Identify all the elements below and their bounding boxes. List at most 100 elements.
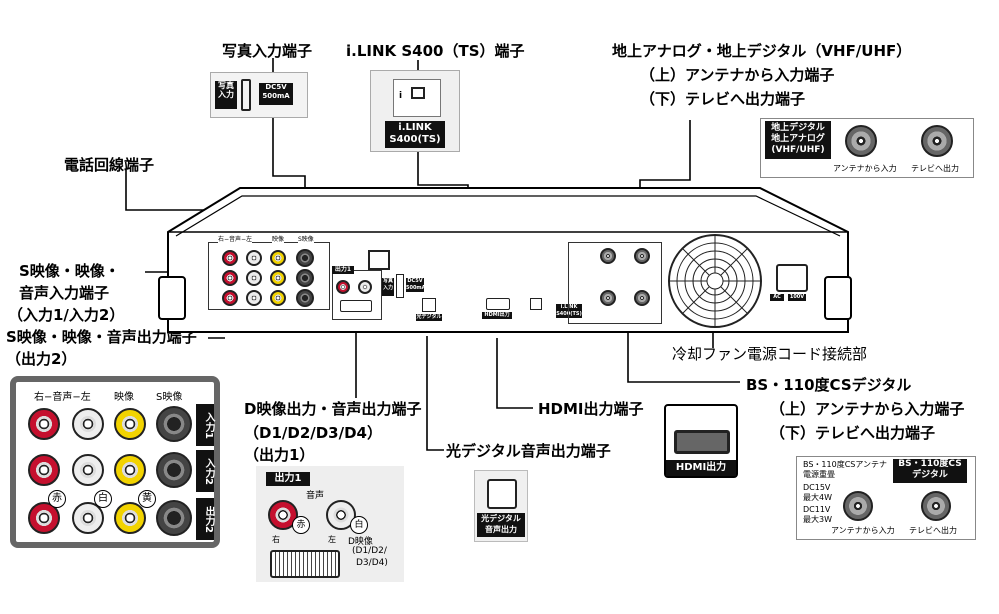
device-header-video: 映像 — [272, 236, 285, 243]
av-out2-video[interactable] — [114, 502, 146, 534]
device-ac-tag: AC — [770, 294, 784, 301]
photo-in-panel: 写真 入力 DC5V 500mA — [210, 72, 308, 118]
device-out1-audio-l[interactable] — [358, 280, 372, 294]
device-dc-tag: DC5V 500mA — [406, 278, 426, 292]
s-input-label-2: 音声入力端子 — [19, 284, 110, 302]
d-terminal-port[interactable] — [270, 550, 340, 578]
av-out2-audio-l[interactable] — [72, 502, 104, 534]
d-output-panel: 出力1 音声 赤 白 右 左 D映像 (D1/D2/ D3/D4) — [256, 466, 404, 582]
device-out1-audio-r[interactable] — [336, 280, 350, 294]
bs-label-2: （上）アンテナから入力端子 — [770, 400, 965, 418]
av-in2-audio-l[interactable] — [72, 454, 104, 486]
device-ac-inlet[interactable] — [776, 264, 808, 292]
bs-tv-out-jack[interactable] — [921, 491, 951, 521]
device-header-audio: 右−音声−左 — [218, 236, 253, 243]
av-row-in2: 入力2 — [196, 450, 214, 492]
device-optical-tag: 光デジタル — [416, 314, 442, 321]
device-ilink-port[interactable] — [530, 298, 542, 310]
terrestrial-out-label: テレビへ出力 — [911, 164, 959, 173]
d-audio-label: 音声 — [306, 491, 325, 501]
hdmi-panel: HDMI出力 — [664, 404, 738, 478]
device-in1-audio-r[interactable] — [222, 250, 238, 266]
d-out-label-3: （出力1） — [244, 446, 315, 464]
device-header-svideo: S映像 — [298, 236, 314, 243]
av-header-svideo: S映像 — [156, 392, 183, 403]
av-in2-svideo[interactable] — [156, 452, 192, 488]
bs-spec-2a: DC11V — [803, 505, 831, 514]
device-bs-in[interactable] — [600, 290, 616, 306]
av-mark-red: 赤 — [48, 490, 66, 508]
ilink-port-icon — [411, 87, 425, 99]
av-out2-svideo[interactable] — [156, 500, 192, 536]
d-out-label-2: （D1/D2/D3/D4） — [244, 424, 382, 442]
bs-antenna-in-jack[interactable] — [843, 491, 873, 521]
device-in2-svideo[interactable] — [296, 269, 314, 287]
device-d-terminal[interactable] — [340, 300, 372, 312]
bs-out-label: テレビへ出力 — [909, 526, 957, 535]
device-volt-tag: 100V — [788, 294, 806, 301]
d-left-label: 左 — [328, 535, 336, 544]
av-in2-video[interactable] — [114, 454, 146, 486]
device-usb-port[interactable] — [396, 274, 404, 298]
device-ilink-tag: i.LINK S400(TS) — [556, 304, 582, 318]
bs-label-3: （下）テレビへ出力端子 — [770, 424, 936, 442]
device-phone-jack[interactable] — [368, 250, 390, 270]
device-in1-svideo[interactable] — [296, 249, 314, 267]
av-mark-white: 白 — [94, 490, 112, 508]
s-input-label-3: （入力1/入力2） — [8, 306, 125, 324]
av-header-audio: 右−音声−左 — [34, 392, 91, 403]
optical-tag: 光デジタル 音声出力 — [477, 513, 525, 537]
device-hdmi-port[interactable] — [486, 298, 510, 310]
d-sub-2: D3/D4) — [356, 558, 388, 568]
ilink-symbol: i — [399, 91, 403, 101]
av-in1-audio-r[interactable] — [28, 408, 60, 440]
device-out2-audio-l[interactable] — [246, 290, 262, 306]
phone-label: 電話回線端子 — [64, 156, 155, 174]
bs-panel: BS・110度CSアンテナ 電源重畳 BS・110度CS デジタル DC15V … — [796, 456, 976, 540]
device-in2-audio-l[interactable] — [246, 270, 262, 286]
d-mark-white: 白 — [350, 516, 368, 534]
device-bs-out[interactable] — [634, 290, 650, 306]
d-video-label: D映像 — [348, 537, 373, 547]
left-bracket — [158, 276, 186, 320]
terrestrial-panel: 地上デジタル 地上アナログ (VHF/UHF) アンテナから入力 テレビへ出力 — [760, 118, 974, 178]
terrestrial-antenna-in-jack[interactable] — [845, 125, 877, 157]
device-in2-audio-r[interactable] — [222, 270, 238, 286]
optical-label: 光デジタル音声出力端子 — [446, 442, 611, 460]
device-terrestrial-in[interactable] — [600, 248, 616, 264]
bs-label-1: BS・110度CSデジタル — [746, 376, 912, 394]
device-terrestrial-out[interactable] — [634, 248, 650, 264]
hdmi-port-icon[interactable] — [674, 430, 730, 454]
av-in1-video[interactable] — [114, 408, 146, 440]
device-in2-video[interactable] — [270, 270, 286, 286]
terrestrial-label-3: （下）テレビへ出力端子 — [640, 90, 806, 108]
av-mark-yellow: 黄 — [138, 490, 156, 508]
terrestrial-tag: 地上デジタル 地上アナログ (VHF/UHF) — [765, 121, 831, 159]
device-out1-tag: 出力1 — [332, 266, 354, 274]
device-in1-audio-l[interactable] — [246, 250, 262, 266]
device-hdmi-tag: HDMI出力 — [482, 312, 512, 319]
fan-power-label: 冷却ファン電源コード接続部 — [672, 345, 868, 363]
s-output-label-2: （出力2） — [6, 350, 77, 368]
av-in1-svideo[interactable] — [156, 406, 192, 442]
optical-port-icon[interactable] — [487, 479, 517, 509]
device-out2-audio-r[interactable] — [222, 290, 238, 306]
s-output-label-1: S映像・映像・音声出力端子 — [6, 328, 197, 346]
device-optical-port[interactable] — [422, 298, 436, 312]
av-in2-audio-r[interactable] — [28, 454, 60, 486]
device-out2-svideo[interactable] — [296, 289, 314, 307]
ilink-tag: i.LINK S400(TS) — [385, 121, 445, 148]
hdmi-label: HDMI出力端子 — [538, 400, 644, 418]
terrestrial-label-2: （上）アンテナから入力端子 — [640, 66, 835, 84]
av-row-in1: 入力1 — [196, 404, 214, 446]
bs-spec-1a: DC15V — [803, 483, 831, 492]
device-io-box — [208, 242, 330, 310]
ilink-label: i.LINK S400（TS）端子 — [346, 42, 525, 60]
av-in1-audio-l[interactable] — [72, 408, 104, 440]
d-mark-red: 赤 — [292, 516, 310, 534]
photo-in-label: 写真入力端子 — [222, 42, 313, 60]
av-header-video: 映像 — [114, 392, 134, 403]
device-in1-video[interactable] — [270, 250, 286, 266]
terrestrial-tv-out-jack[interactable] — [921, 125, 953, 157]
device-out2-video[interactable] — [270, 290, 286, 306]
